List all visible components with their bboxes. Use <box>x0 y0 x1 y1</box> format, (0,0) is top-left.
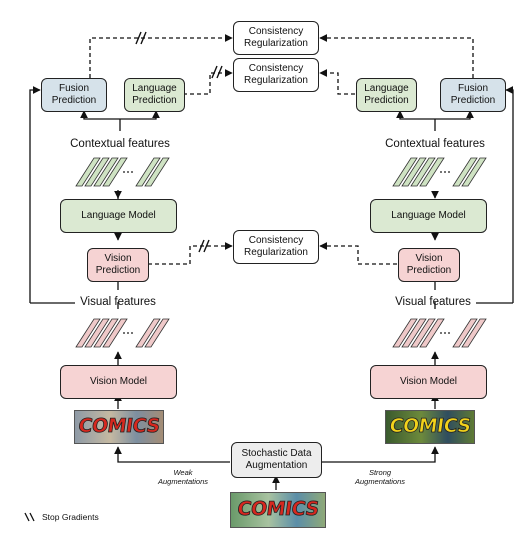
contextual-features-stack-right <box>392 157 487 187</box>
language-model-right: Language Model <box>370 199 487 233</box>
language-model-left: Language Model <box>60 199 177 233</box>
contextual-features-label-left: Contextual features <box>70 138 170 150</box>
consistency-regularization-fusion: Consistency Regularization <box>233 21 319 55</box>
consistency-regularization-language: Consistency Regularization <box>233 58 319 92</box>
visual-features-label-left: Visual features <box>80 296 156 308</box>
consistency-regularization-vision: Consistency Regularization <box>233 230 319 264</box>
weak-augmentations-label: Weak Augmentations <box>157 468 209 486</box>
contextual-features-label-right: Contextual features <box>385 138 485 150</box>
visual-features-label-right: Visual features <box>395 296 471 308</box>
original-image: COMICS <box>230 492 326 528</box>
stop-gradients-label: Stop Gradients <box>42 512 99 522</box>
visual-features-stack-right <box>392 318 487 348</box>
language-prediction-right: Language Prediction <box>356 78 417 112</box>
contextual-features-stack-left <box>75 157 170 187</box>
vision-prediction-right: Vision Prediction <box>398 248 460 282</box>
strong-augmentations-label: Strong Augmentations <box>354 468 406 486</box>
visual-features-stack-left <box>75 318 170 348</box>
fusion-prediction-left: Fusion Prediction <box>41 78 107 112</box>
stochastic-data-augmentation: Stochastic Data Augmentation <box>231 442 322 478</box>
weak-augmented-image: COMICS <box>74 410 164 444</box>
legend: Stop Gradients <box>24 512 99 522</box>
strong-augmented-image: COMICS <box>385 410 475 444</box>
vision-model-left: Vision Model <box>60 365 177 399</box>
language-prediction-left: Language Prediction <box>124 78 185 112</box>
stop-gradient-icon <box>24 512 35 522</box>
vision-model-right: Vision Model <box>370 365 487 399</box>
vision-prediction-left: Vision Prediction <box>87 248 149 282</box>
fusion-prediction-right: Fusion Prediction <box>440 78 506 112</box>
